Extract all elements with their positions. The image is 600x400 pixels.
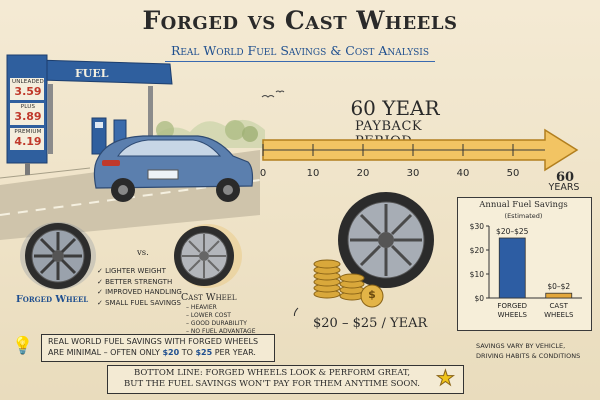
forged-feature-item: ✓ Small Fuel Savings [97,298,181,307]
tick-label-10: 10 [306,168,320,179]
cast-feature-item: – No Fuel Advantage [186,328,256,335]
cast-feature-item: – Lower Cost [186,312,231,319]
tick-label-20: 20 [356,168,370,179]
chart-value-label: $0–$2 [547,282,570,291]
bottom-line-text: Bottom Line: Forged wheels look & perfor… [112,368,432,390]
price-row-plus: PLUS 3.89 [11,104,45,123]
versus-label: vs. [137,248,149,258]
fuel-savings-bar-chart: $0$10$20$30$20–$25FORGEDWHEELS$0–$2CASTW… [470,222,582,319]
forged-feature-item: ✓ Improved Handling [97,288,182,296]
chart-subtitle: (Estimated) [504,212,543,220]
cast-features: – Heavier – Lower Cost – Good Durability… [186,304,256,336]
forged-feature-item: ✓ Better Strength [97,277,173,286]
callout-line: Real world fuel savings with forged whee… [48,337,259,346]
page-subtitle: Real World Fuel Savings & Cost Analysis [170,43,430,58]
dollar-coin-icon: $ [368,288,376,301]
subtitle-underline [165,61,435,62]
chart-bar [545,292,573,299]
bottom-line-line: but the fuel savings won't pay for them … [124,379,420,389]
grade-label: PREMIUM [14,129,42,135]
payback-years: 60 YEAR [350,96,440,120]
cast-wheel-title: Cast Wheel [181,292,237,303]
bottom-line-box [107,365,464,394]
tick-label-50: 50 [506,168,520,179]
tick-label-40: 40 [456,168,470,179]
note-line: Savings vary by vehicle, [476,342,566,350]
gas-canopy-sign: FUEL [75,67,109,80]
chart-value-label: $20–$25 [496,227,529,236]
chart-y-tick-label: $30 [470,222,485,231]
price-row-unleaded: UNLEADED 3.59 [11,79,45,98]
grade-label: UNLEADED [12,79,44,85]
price-value: 4.19 [14,135,42,148]
callout-text: Real world fuel savings with forged whee… [48,336,274,358]
chart-bar [498,237,526,299]
bottom-line-line: Bottom Line: Forged wheels look & perfor… [133,368,411,378]
wheel-and-coins-illustration [293,192,434,316]
payback-arrow [262,128,579,172]
tick-unit-years: YEARS [548,182,580,193]
cast-wheel-illustration [174,224,242,288]
savings-note: Savings vary by vehicle, driving habits … [476,342,596,361]
callout-box [41,334,275,362]
page-title: Forged vs Cast Wheels [142,6,458,35]
lightbulb-icon: 💡 [12,336,34,356]
price-value: 3.59 [14,85,42,98]
chart-category-label: CAST [550,302,569,310]
chart-y-tick-label: $10 [470,270,485,279]
chart-y-tick-label: $20 [470,246,485,255]
annual-savings-range: $20 – $25 / YEAR [313,316,428,331]
chart-category-label: FORGED [497,302,527,310]
price-row-premium: PREMIUM 4.19 [11,129,45,148]
price-value: 3.89 [14,110,42,123]
star-icon: ★ [436,366,456,391]
chart-category-label: WHEELS [498,311,528,319]
forged-wheel-title: Forged Wheel [16,294,89,305]
forged-feature-item: ✓ Lighter Weight [97,267,166,275]
cast-feature-item: – Heavier [186,304,217,311]
chart-title: Annual Fuel Savings [479,200,568,210]
car-illustration [93,135,254,202]
callout-line: are minimal – often only $20 to $25 per … [48,348,256,357]
tick-label-0: 0 [259,168,267,179]
tick-label-60: 60 [555,170,575,185]
chart-y-tick-label: $0 [474,294,484,303]
note-line: driving habits & conditions [476,351,581,360]
grade-label: PLUS [20,104,36,110]
cast-feature-item: – Good Durability [186,320,247,327]
tick-label-30: 30 [406,168,420,179]
chart-category-label: WHEELS [544,311,574,319]
forged-wheel-illustration [20,222,96,290]
forged-features: ✓ Lighter Weight ✓ Better Strength ✓ Imp… [97,266,182,308]
